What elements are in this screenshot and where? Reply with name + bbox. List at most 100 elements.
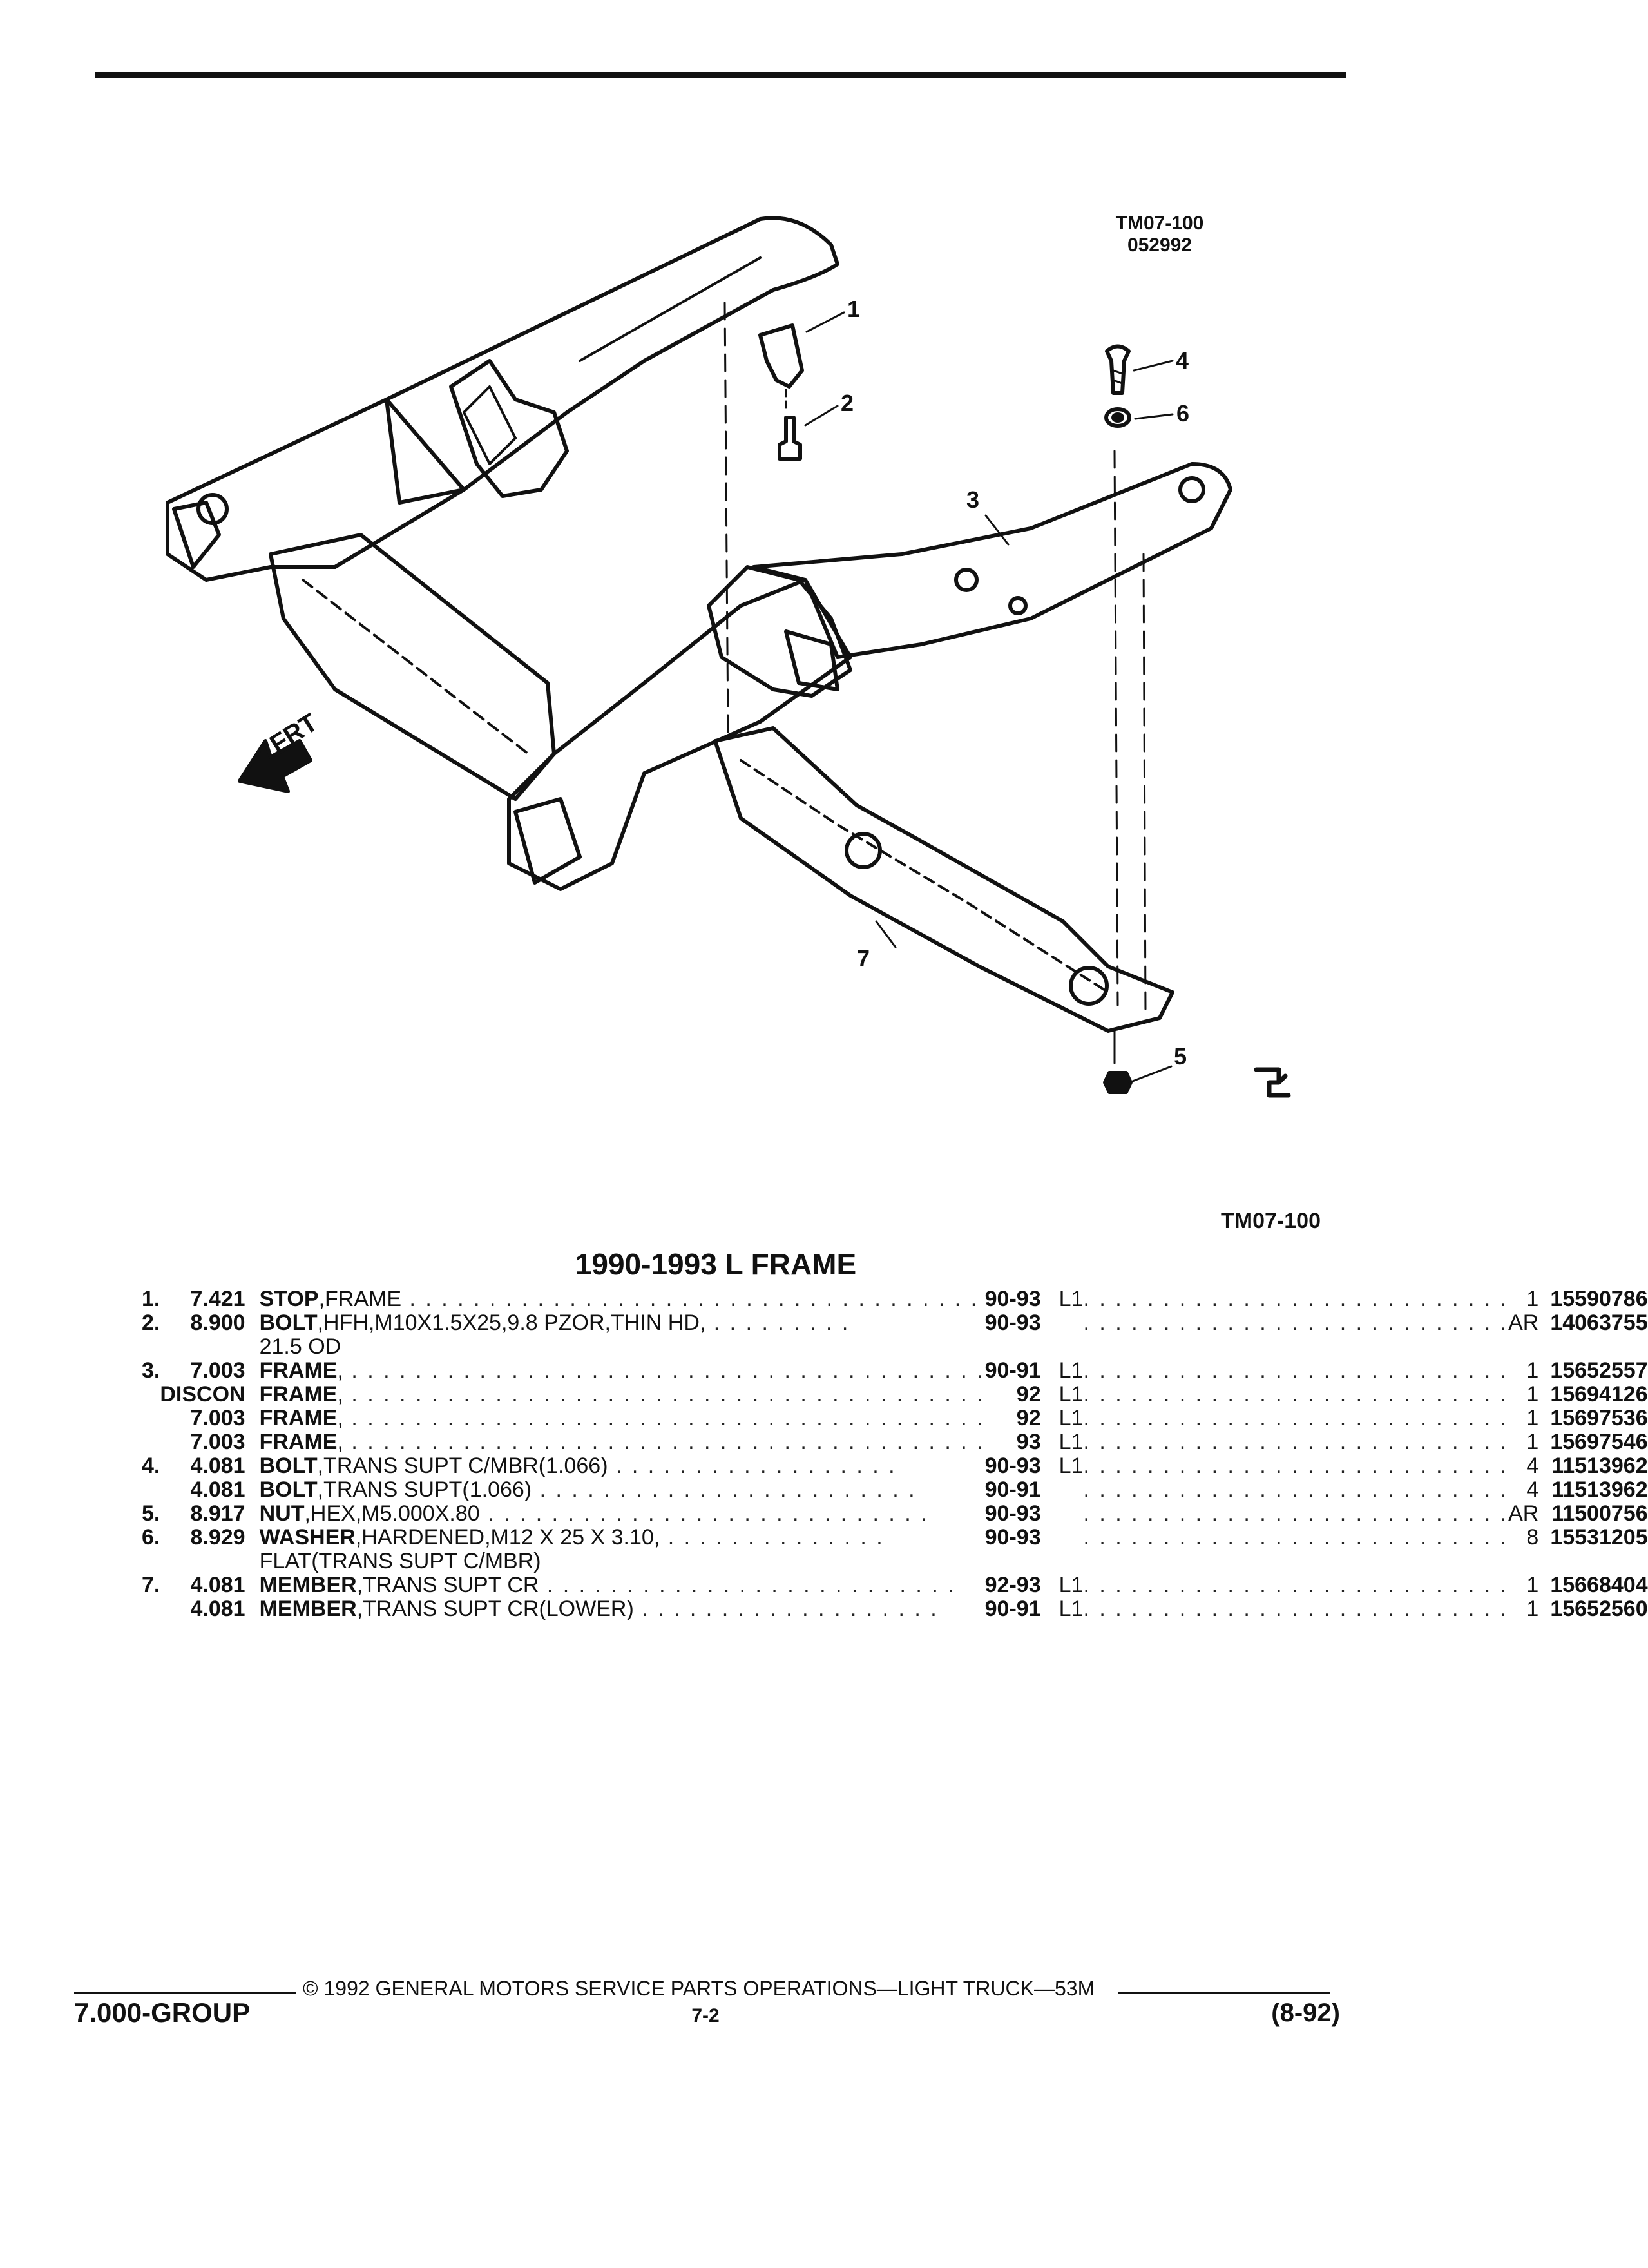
- description-leader-dots: . . . . . . . . . . . . . .: [660, 1525, 885, 1550]
- part-item-number: 1.: [142, 1287, 160, 1311]
- footer-group: 7.000-GROUP: [74, 1997, 251, 2028]
- part-catalog-number: [160, 1550, 259, 1573]
- part-item-number: 2.: [142, 1311, 160, 1335]
- description-leader-dots: . . . . . . . . . . . . . . . . . .: [608, 1454, 897, 1478]
- table-row: 21.5 OD: [142, 1335, 1648, 1359]
- frame-left-rail: [166, 398, 466, 582]
- part-description: STOP,FRAME . . . . . . . . . . . . . . .…: [260, 1287, 985, 1311]
- part-model-code: [1059, 1335, 1084, 1359]
- part-number: 15697536: [1550, 1406, 1648, 1430]
- part-item-number: 7.: [142, 1573, 160, 1597]
- leader-dots: . . . . . . . . . . . . . . . . . . . . …: [1083, 1573, 1509, 1597]
- part-item-number: [142, 1407, 160, 1430]
- part-quantity: AR: [1508, 1501, 1539, 1526]
- part-number: 15697546: [1550, 1430, 1648, 1454]
- footer-rule-right: [1118, 1992, 1330, 1994]
- leader-dots: . . . . . . . . . . . . . . . . . . . . …: [1083, 1311, 1509, 1335]
- part-number: 14063755: [1550, 1311, 1648, 1335]
- part-number: [1550, 1550, 1647, 1573]
- part-item-number: 6.: [142, 1525, 160, 1550]
- part-catalog-number: 7.003: [190, 1430, 245, 1454]
- callout-1: 1: [847, 296, 860, 322]
- part-name: FRAME: [259, 1430, 338, 1454]
- part-detail: ,TRANS SUPT C/MBR(1.066): [317, 1454, 608, 1478]
- front-arrow-icon: [238, 739, 312, 793]
- part-name: FRAME: [259, 1406, 338, 1430]
- diagram-ref-code-number: TM07-100: [1115, 213, 1204, 234]
- part-description: NUT,HEX,M5.000X.80 . . . . . . . . . . .…: [260, 1502, 985, 1526]
- part-years: 90-91: [984, 1597, 1041, 1621]
- footer-rule-left: [74, 1992, 296, 1994]
- part-model-code: L1: [1059, 1454, 1084, 1478]
- part-catalog-number: 7.003: [190, 1406, 245, 1430]
- footer-copyright: © 1992 GENERAL MOTORS SERVICE PARTS OPER…: [303, 1977, 1095, 2000]
- part-item-number: 4.: [142, 1454, 160, 1478]
- part-quantity: 1: [1526, 1287, 1539, 1311]
- part-description: MEMBER,TRANS SUPT CR . . . . . . . . . .…: [260, 1573, 985, 1597]
- diagram-ref-date: 052992: [1127, 235, 1193, 256]
- part-quantity: AR: [1508, 1311, 1539, 1335]
- part-detail: ,HEX,M5.000X.80: [304, 1501, 480, 1526]
- part-number: 11500756: [1551, 1501, 1648, 1526]
- footer-page-number: 7-2: [691, 2005, 720, 2026]
- frame-right-rail: [507, 578, 852, 891]
- part-detail: ,TRANS SUPT CR: [356, 1573, 539, 1597]
- part-catalog-number: [160, 1335, 259, 1359]
- part-quantity: 1: [1526, 1358, 1539, 1383]
- part-detail: ,FRAME: [318, 1287, 402, 1311]
- part-description: 21.5 OD: [260, 1335, 985, 1359]
- part-quantity: 4: [1526, 1477, 1539, 1502]
- part-item-number: 3.: [142, 1358, 160, 1383]
- leader-dots: . . . . . . . . . . . . . . . . . . . . …: [1083, 1382, 1509, 1407]
- description-leader-dots: . . . . . . . . .: [705, 1311, 850, 1335]
- part-detail: ,: [337, 1430, 343, 1454]
- part-description: FRAME, . . . . . . . . . . . . . . . . .…: [260, 1383, 985, 1407]
- part-description: FRAME, . . . . . . . . . . . . . . . . .…: [260, 1359, 985, 1383]
- part-item-number: 5.: [142, 1501, 160, 1526]
- part-name: BOLT: [259, 1454, 318, 1478]
- part-item-number: [142, 1335, 160, 1359]
- top-rule: [95, 72, 1346, 78]
- part-detail: ,: [337, 1382, 343, 1407]
- part-catalog-number: 8.917: [190, 1501, 245, 1526]
- part-quantity: 8: [1526, 1525, 1539, 1550]
- diagram-ref-code-bottom: TM07-100: [1221, 1209, 1321, 1233]
- trans-support-crossmember: [713, 726, 1174, 1033]
- part-quantity: 1: [1526, 1430, 1539, 1454]
- description-leader-dots: . . . . . . . . . . . . . . . . . . . . …: [343, 1406, 985, 1430]
- part-nut-hex: [1103, 1071, 1133, 1094]
- footer-date-code: (8-92): [1271, 1999, 1340, 2027]
- description-leader-dots: . . . . . . . . . . . . . . . . . . .: [633, 1597, 939, 1621]
- description-leader-dots: . . . . . . . . . . . . . . . . . . . . …: [343, 1430, 985, 1454]
- part-number: 11513962: [1551, 1477, 1648, 1502]
- part-years: [985, 1335, 1059, 1359]
- part-quantity: 4: [1526, 1454, 1539, 1478]
- part-model-code: [1059, 1550, 1084, 1573]
- part-description: MEMBER,TRANS SUPT CR(LOWER) . . . . . . …: [260, 1597, 985, 1621]
- leader-dots: . . . . . . . . . . . . . . . . . . . . …: [1083, 1454, 1509, 1478]
- leader-dots: . . . . . . . . . . . . . . . . . . . . …: [1083, 1406, 1509, 1430]
- description-leader-dots: . . . . . . . . . . . . . . . . . . . . …: [343, 1382, 985, 1407]
- description-leader-dots: . . . . . . . . . . . . . . . . . . . . …: [539, 1573, 956, 1597]
- part-catalog-number: 4.081: [190, 1597, 245, 1621]
- part-quantity: 1: [1526, 1382, 1539, 1407]
- gm-logo-icon: [1254, 1067, 1291, 1098]
- part-model-code: [1059, 1311, 1084, 1335]
- part-model-code: L1: [1059, 1287, 1084, 1311]
- engine-mount-front: [707, 565, 852, 698]
- part-years: 93: [1016, 1430, 1041, 1454]
- part-description: FRAME, . . . . . . . . . . . . . . . . .…: [260, 1430, 985, 1454]
- part-name: MEMBER: [259, 1573, 357, 1597]
- part-detail: ,TRANS SUPT(1.066): [317, 1477, 532, 1502]
- part-name: FRAME: [259, 1382, 338, 1407]
- section-title: 1990-1993 L FRAME: [575, 1247, 857, 1281]
- part-description: BOLT,HFH,M10X1.5X25,9.8 PZOR,THIN HD, . …: [260, 1311, 985, 1335]
- part-bolt-hfh: [778, 416, 802, 461]
- part-years: 92-93: [984, 1573, 1041, 1597]
- part-years: 90-93: [984, 1501, 1041, 1526]
